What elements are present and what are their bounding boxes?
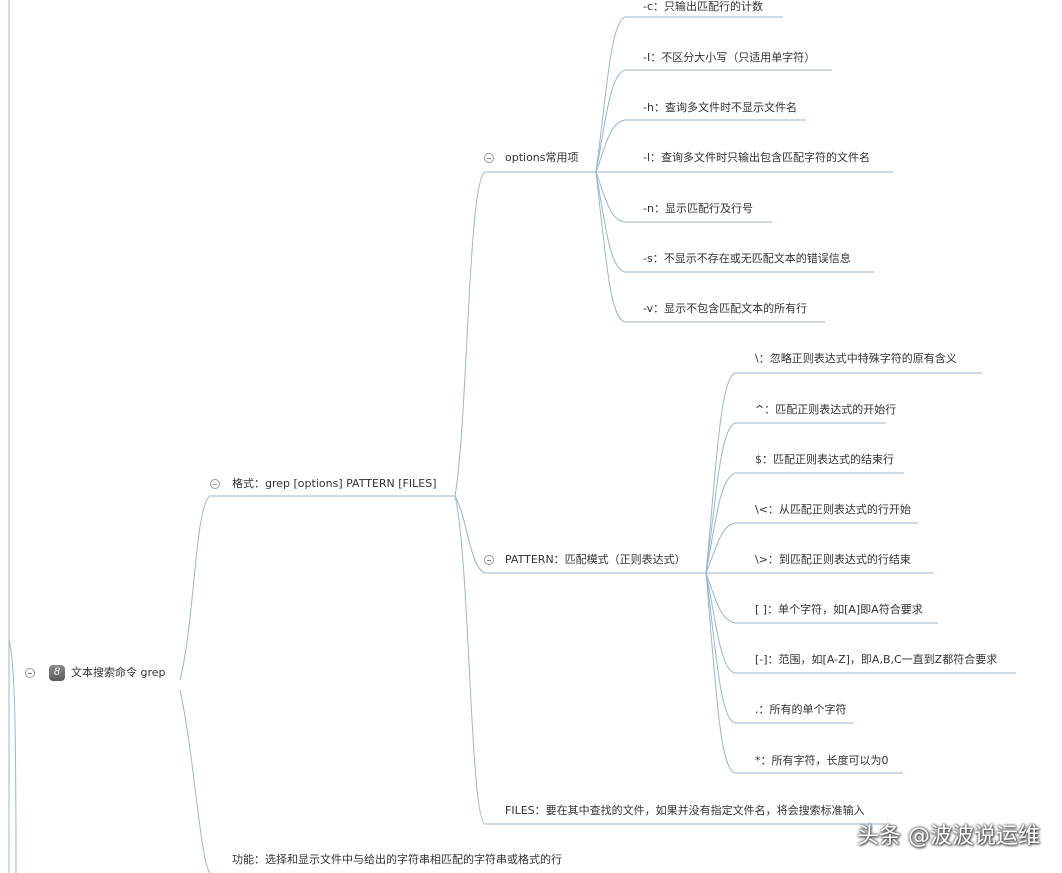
connector-opt-1: [595, 16, 783, 173]
pattern-collapse-toggle[interactable]: [484, 555, 494, 565]
pattern-item[interactable]: .：所有的单个字符: [755, 703, 847, 716]
connector-root-function: [179, 689, 211, 873]
connector-pat-8: [705, 572, 853, 724]
connector-pat-7: [705, 572, 1016, 674]
watermark-text: 头条 @波波说运维: [857, 824, 1040, 849]
connector-opt-5: [595, 171, 772, 223]
pattern-item[interactable]: \：忽略正则表达式中特殊字符的原有含义: [755, 352, 957, 365]
connector-left-inner: [8, 639, 17, 873]
function-node-label[interactable]: 功能：选择和显示文件中与给出的字符串相匹配的字符串或格式的行: [232, 853, 562, 866]
pattern-node-label[interactable]: PATTERN：匹配模式（正则表达式）: [505, 553, 686, 566]
pattern-item[interactable]: ^：匹配正则表达式的开始行: [755, 403, 897, 416]
options-collapse-toggle[interactable]: [484, 153, 494, 163]
root-number-badge: 8: [49, 665, 65, 681]
connector-format-options: [454, 171, 596, 497]
option-item[interactable]: -I：不区分大小写（只适用单字符）: [643, 51, 816, 64]
connector-pat-6: [705, 572, 938, 624]
connector-pat-9: [705, 572, 903, 774]
option-item[interactable]: -h：查询多文件时不显示文件名: [643, 101, 797, 114]
format-collapse-toggle[interactable]: [210, 479, 220, 489]
option-item[interactable]: -c：只输出匹配行的计数: [643, 0, 764, 13]
option-item[interactable]: -n：显示匹配行及行号: [643, 202, 753, 215]
pattern-item[interactable]: \>：到匹配正则表达式的行结束: [755, 553, 911, 566]
connector-opt-2: [595, 69, 832, 173]
connector-opt-3: [595, 119, 806, 173]
option-item[interactable]: -s：不显示不存在或无匹配文本的错误信息: [643, 252, 851, 265]
connector-pat-3: [705, 472, 904, 574]
pattern-item[interactable]: [-]：范围，如[A-Z]，即A,B,C一直到Z都符合要求: [755, 653, 998, 666]
files-node-label[interactable]: FILES：要在其中查找的文件，如果并没有指定文件名，将会搜索标准输入: [505, 804, 865, 817]
connector-root-format: [179, 495, 455, 681]
pattern-item[interactable]: [ ]：单个字符，如[A]即A符合要求: [755, 603, 923, 616]
connector-opt-6: [595, 171, 874, 273]
pattern-item[interactable]: *：所有字符，长度可以为0: [755, 754, 889, 767]
pattern-item[interactable]: $：匹配正则表达式的结束行: [755, 453, 894, 466]
options-node-label[interactable]: options常用项: [505, 151, 579, 164]
connector-pat-1: [705, 372, 982, 574]
option-item[interactable]: -l：查询多文件时只输出包含匹配字符的文件名: [643, 151, 871, 164]
root-collapse-toggle[interactable]: [25, 668, 35, 678]
connector-format-files: [454, 495, 885, 825]
connector-opt-7: [595, 171, 825, 323]
format-node-label[interactable]: 格式：grep [options] PATTERN [FILES]: [232, 477, 437, 490]
connector-format-pattern: [454, 495, 706, 574]
connector-pat-2: [705, 422, 886, 574]
pattern-item[interactable]: \<：从匹配正则表达式的行开始: [755, 503, 911, 516]
connector-pat-4: [705, 522, 918, 574]
option-item[interactable]: -v：显示不包含匹配文本的所有行: [643, 302, 808, 315]
root-node-label[interactable]: 文本搜索命令 grep: [71, 666, 166, 679]
